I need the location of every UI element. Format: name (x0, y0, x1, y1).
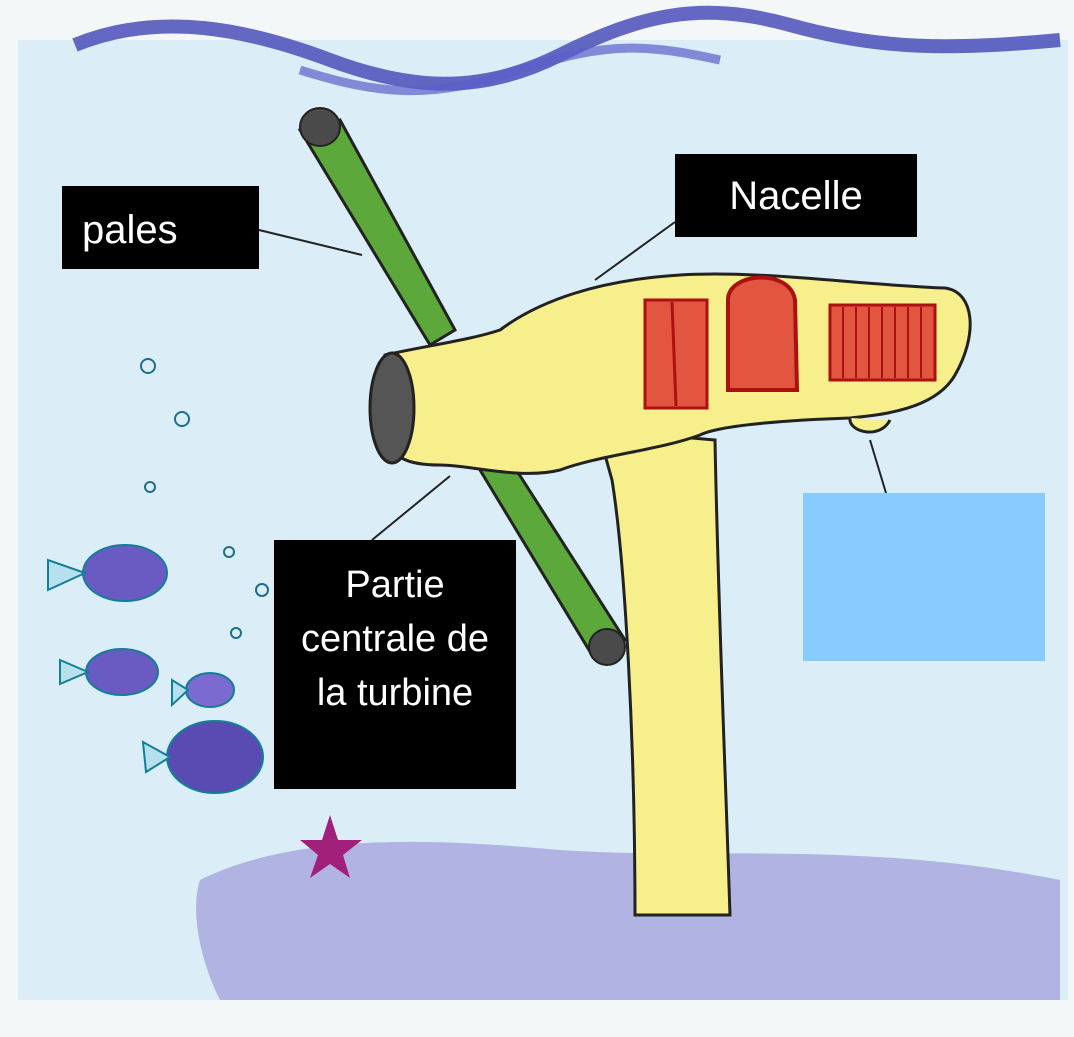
nacelle-door (728, 277, 797, 390)
label-nacelle: Nacelle (675, 154, 917, 237)
blade-tip-upper (300, 108, 340, 146)
label-blank-mask (803, 493, 1045, 661)
label-pales: pales (62, 186, 259, 269)
turbine-hub (370, 353, 414, 463)
blade-tip-lower (589, 629, 625, 665)
label-turbine-centre: Partie centrale de la turbine (274, 540, 516, 789)
label-nacelle-text: Nacelle (729, 174, 862, 218)
label-pales-text: pales (82, 208, 178, 252)
label-turbine-centre-text: Partie centrale de la turbine (301, 564, 489, 714)
